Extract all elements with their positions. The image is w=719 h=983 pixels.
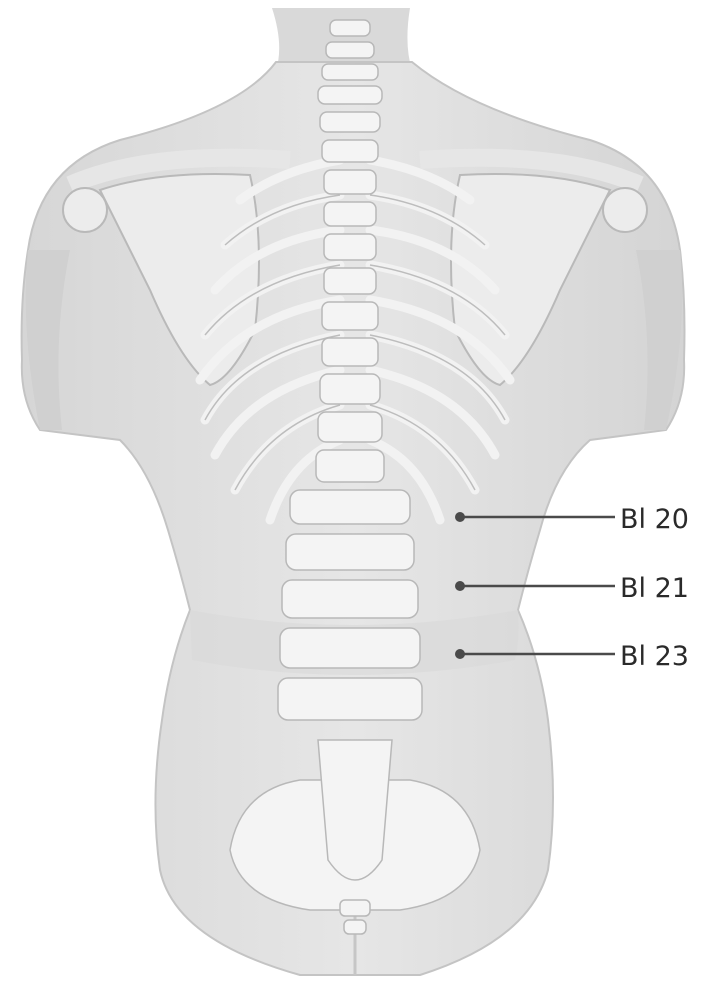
point-label-bl20: Bl 20	[620, 504, 689, 535]
point-marker-bl20	[455, 512, 465, 522]
point-label-bl23: Bl 23	[620, 641, 689, 672]
point-marker-bl21	[455, 581, 465, 591]
point-label-bl21: Bl 21	[620, 573, 689, 604]
point-marker-bl23	[455, 649, 465, 659]
